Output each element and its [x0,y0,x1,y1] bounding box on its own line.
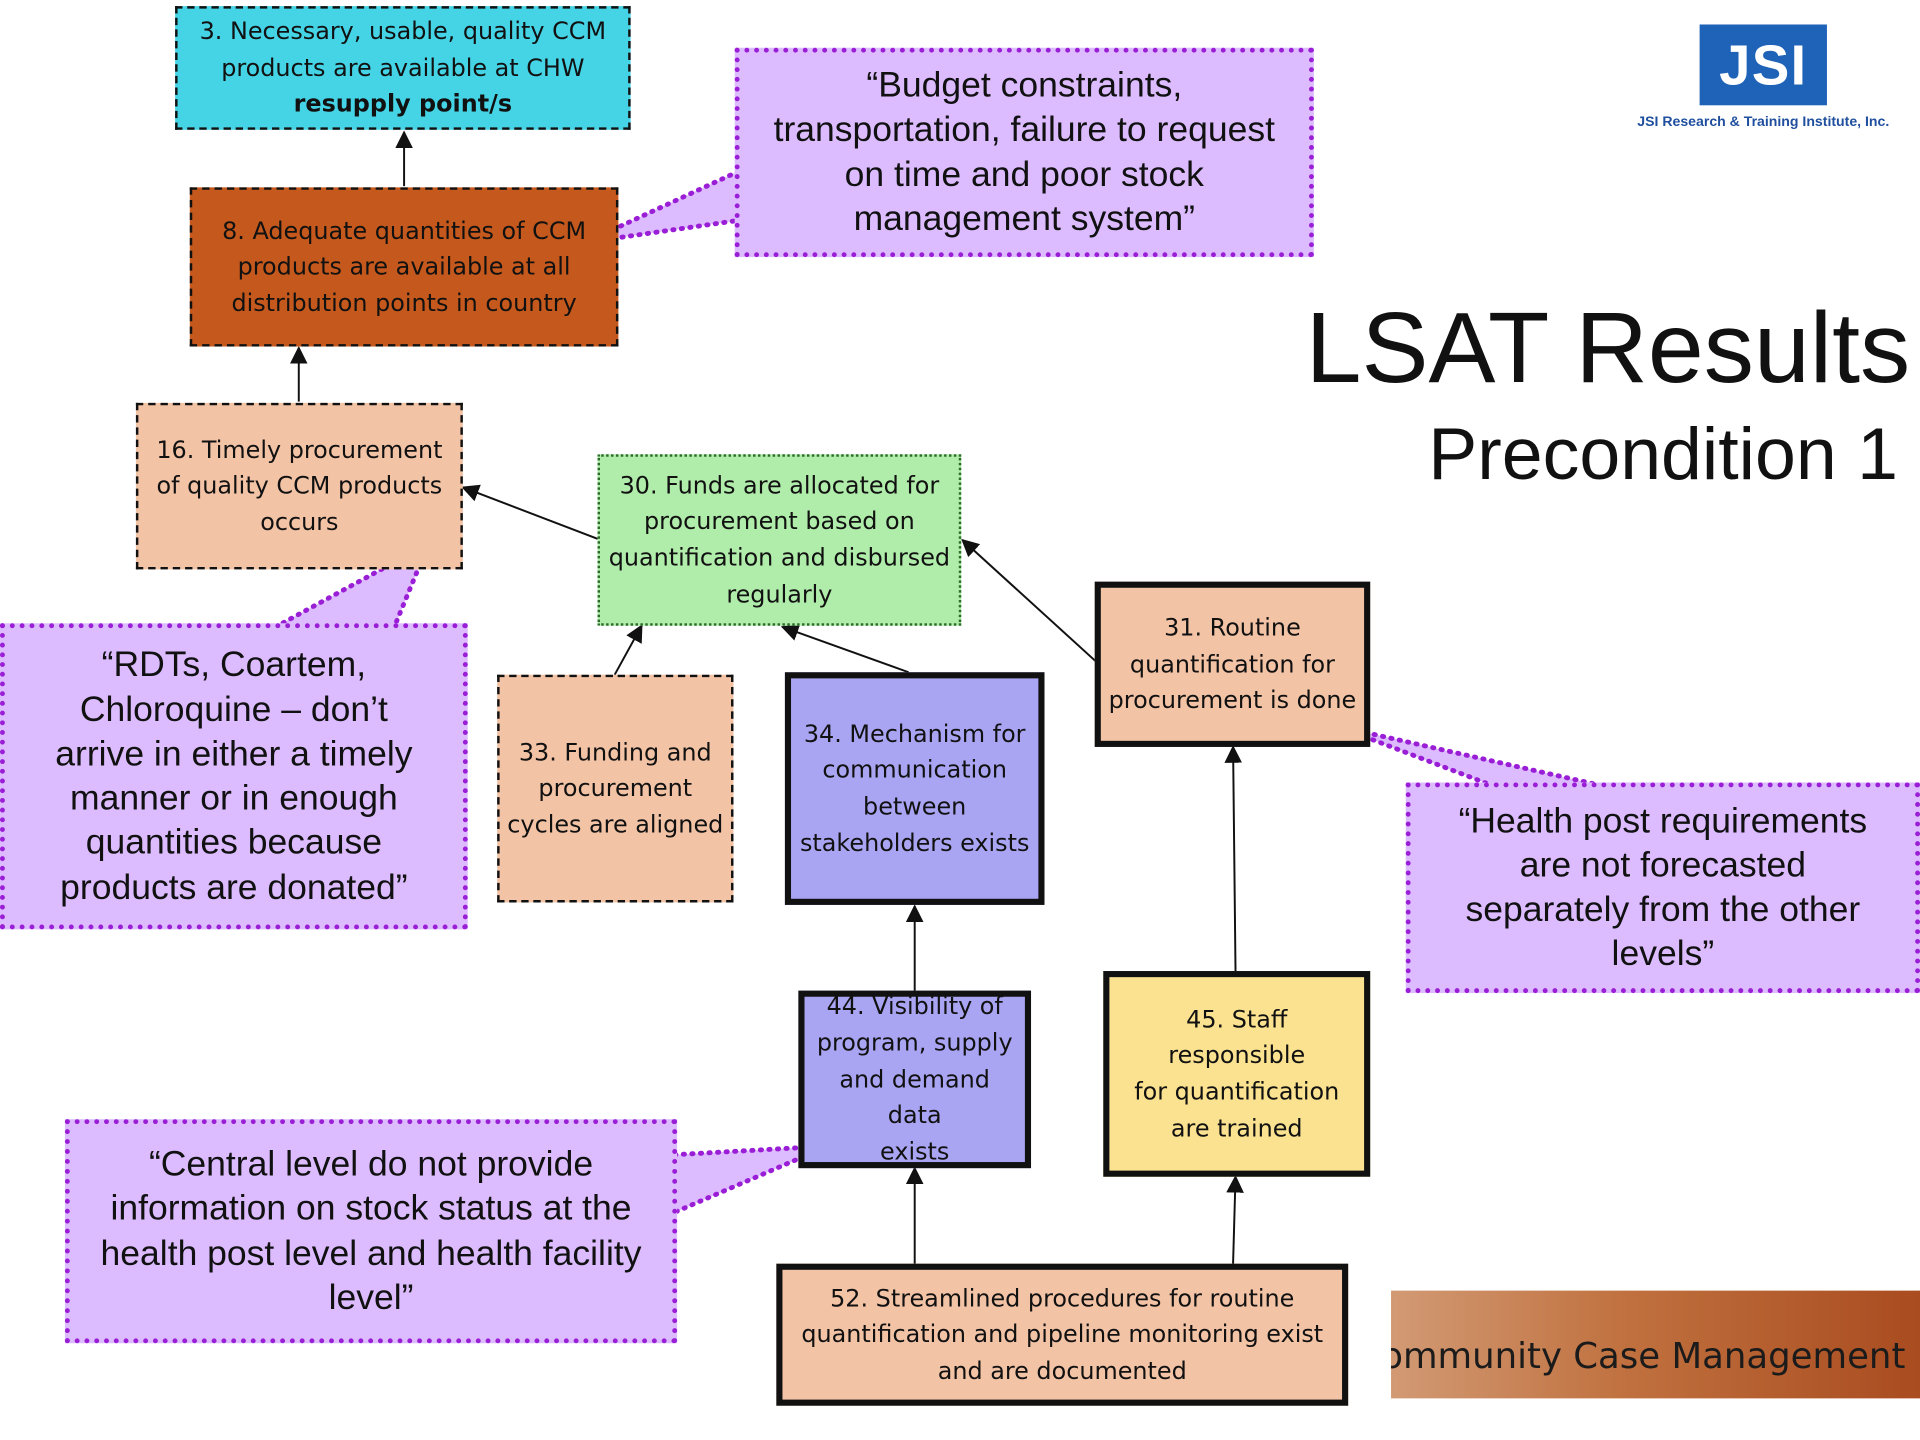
node-30-line-3: quantification and disbursed [608,543,951,572]
arrow-45-to-31 [1224,745,1243,972]
pointer-health-post-edge [1336,723,1607,789]
callout-rdts-line-3: arrive in either a timely [55,734,413,774]
callout-rdts-line-6: products are donated” [60,867,408,907]
arrow-30-to-16 [461,484,598,540]
node-30: 30. Funds are allocated for procurement … [597,454,962,626]
callout-central: “Central level do not provide informatio… [64,1119,678,1344]
node-16-line-1: 16. Timely procurement [156,435,443,464]
node-8: 8. Adequate quantities of CCM products a… [189,187,619,347]
node-52-line-3: and are documented [937,1356,1187,1385]
node-30-line-2: procurement based on [644,507,915,536]
node-52: 52. Streamlined procedures for routine q… [776,1263,1349,1406]
arrow-31-to-30 [961,538,1100,665]
node-31: 31. Routine quantification for procureme… [1094,581,1371,747]
callout-health-post: “Health post requirements are not foreca… [1405,782,1920,994]
callout-rdts-line-5: quantities because [85,823,382,863]
callout-rdts: “RDTs, Coartem, Chloroquine – don’t arri… [0,623,468,930]
jsi-logo-text: JSI Research & Training Institute, Inc. [1637,115,1890,130]
callout-health-post-line-2: are not forecasted [1519,845,1806,886]
node-31-line-2: quantification for [1129,649,1335,678]
node-44-line-1: 44. Visibility of [826,992,1003,1021]
node-44-line-4: exists [880,1137,950,1166]
node-44-line-3: and demand data [839,1064,990,1130]
node-33: 33. Funding and procurement cycles are a… [497,674,734,903]
callout-health-post-line-1: “Health post requirements [1458,801,1868,841]
node-52-line-1: 52. Streamlined procedures for routine [830,1283,1295,1313]
arrow-34-to-30 [780,624,909,674]
node-16-line-3: occurs [260,507,339,537]
node-34-line-3: between [863,792,967,821]
node-34-line-2: communication [822,755,1008,785]
node-52-line-2: quantification and pipeline monitoring e… [801,1320,1324,1349]
node-3-line-1: 3. Necessary, usable, quality CCM [199,17,607,46]
page-subtitle: Precondition 1 [1428,412,1898,495]
node-34: 34. Mechanism for communication between … [784,672,1045,905]
node-30-line-1: 30. Funds are allocated for [619,471,940,500]
node-3: 3. Necessary, usable, quality CCM produc… [175,6,631,130]
callout-budget: “Budget constraints, transportation, fai… [734,47,1314,258]
node-34-line-1: 34. Mechanism for [803,719,1026,748]
callout-budget-line-2: transportation, failure to request [773,110,1275,150]
arrow-52-to-45 [1226,1174,1244,1264]
callout-budget-line-3: on time and poor stock [844,154,1204,195]
footer-banner-text: ommunity Case Management [1391,1334,1906,1377]
page-title: LSAT Results [1305,292,1911,405]
jsi-logo-mark: JSI [1699,24,1827,106]
node-16-line-2: of quality CCM products [156,471,443,500]
node-31-line-1: 31. Routine [1164,613,1301,642]
callout-health-post-line-3: separately from the other [1465,890,1861,930]
node-45-line-1: 45. Staff responsible [1168,1005,1306,1070]
node-16: 16. Timely procurement of quality CCM pr… [135,402,463,570]
callout-central-line-1: “Central level do not provide [148,1144,594,1185]
node-3-line-3: resupply point/s [293,89,513,118]
callout-health-post-line-4: levels” [1611,934,1715,974]
node-45-line-3: are trained [1170,1113,1303,1142]
callout-rdts-line-2: Chloroquine – don’t [79,690,388,730]
callout-rdts-line-1: “RDTs, Coartem, [101,645,367,685]
node-8-line-2: products are available at all [237,252,571,281]
jsi-logo: JSI JSI Research & Training Institute, I… [1616,22,1910,144]
node-33-line-2: procurement [538,774,693,803]
arrow-33-to-30 [613,624,643,676]
node-8-line-3: distribution points in country [231,288,577,317]
node-45: 45. Staff responsible for quantification… [1103,971,1371,1177]
callout-budget-line-1: “Budget constraints, [866,66,1183,106]
node-30-line-4: regularly [726,579,833,609]
callout-central-line-3: health post level and health facility [100,1233,642,1273]
node-33-line-3: cycles are aligned [507,810,724,839]
node-8-line-1: 8. Adequate quantities of CCM [222,216,587,245]
node-45-line-2: for quantification [1134,1077,1340,1106]
node-34-line-4: stakeholders exists [799,828,1030,857]
callout-rdts-line-4: manner or in enough [70,778,398,818]
footer-banner: ommunity Case Management [1391,1290,1920,1399]
callout-central-line-2: information on stock status at the [110,1189,632,1229]
callout-budget-line-4: management system” [853,199,1195,239]
callout-central-line-4: level” [328,1278,414,1318]
node-44: 44. Visibility of program, supply and de… [798,990,1032,1169]
node-33-line-1: 33. Funding and [518,737,712,767]
node-44-line-2: program, supply [816,1028,1013,1057]
node-31-line-3: procurement is done [1108,686,1357,715]
pointer-health-post [1337,726,1605,787]
node-3-line-2: products are available at CHW [221,53,585,82]
